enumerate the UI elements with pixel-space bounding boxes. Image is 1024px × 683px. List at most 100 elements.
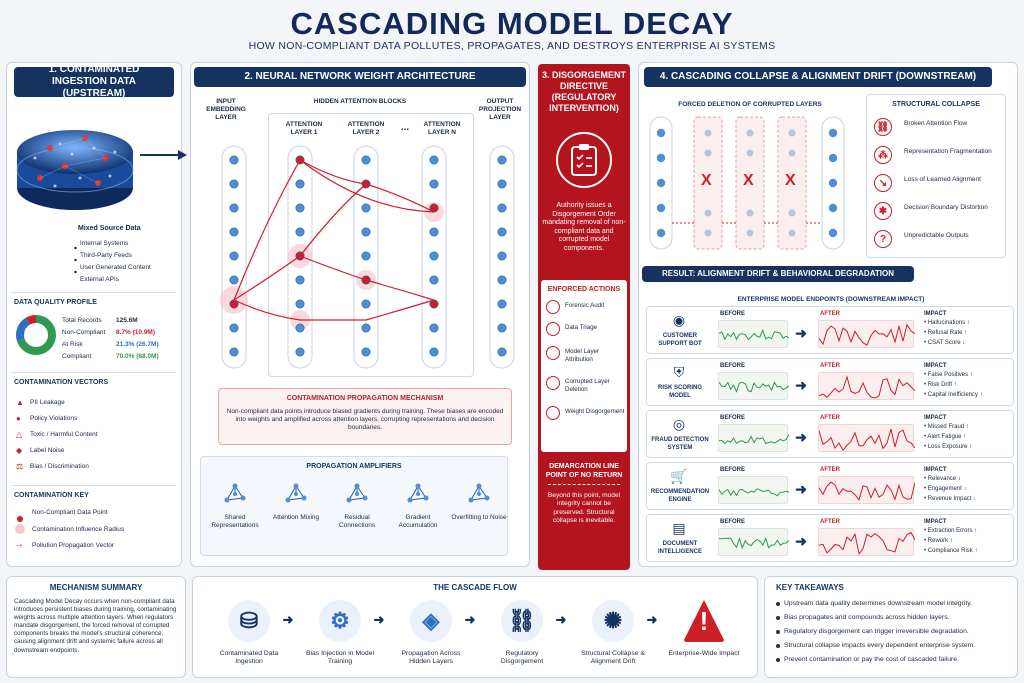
contaminated-node: [429, 203, 439, 213]
forensic-audit-icon: [546, 300, 560, 314]
endpoint-name: RISK SCORING MODEL: [657, 385, 702, 399]
vector-item: Toxic / Harmful Content: [30, 431, 98, 438]
bullet-icon: [776, 602, 780, 606]
after-sparkline: [818, 372, 916, 400]
amplifier-label: Gradient Accumulation: [398, 514, 438, 529]
endpoint-name: RECOMMENDATION ENGINE: [650, 489, 710, 503]
shield-chart-icon: ⛨: [673, 363, 685, 380]
data-triage-icon: [546, 322, 560, 336]
impact-label: IMPACT: [924, 467, 947, 473]
shared-representations-icon: [222, 480, 248, 506]
contamination-vectors-title: CONTAMINATION VECTORS: [14, 379, 109, 386]
network-node: [429, 227, 439, 237]
flow-step-label: Enterprise-Wide Impact: [668, 650, 740, 657]
takeaway-item: Regulatory disgorgement can trigger irre…: [784, 628, 969, 635]
flow-panel: [192, 576, 758, 678]
network-node: [295, 347, 305, 357]
before-label: BEFORE: [720, 519, 746, 525]
contamination-key-title: CONTAMINATION KEY: [14, 492, 89, 499]
contaminated-node: [295, 251, 305, 261]
deleted-node: [704, 149, 712, 157]
network-node: [497, 203, 507, 213]
flow-arrow-icon: ➜: [464, 612, 476, 627]
enforced-action-label: Weight Disgorgement: [565, 408, 625, 415]
key-item: Non-Compliant Data Point: [32, 509, 108, 516]
deleted-node: [704, 229, 712, 237]
flow-step-label: Contaminated Data Ingestion: [219, 650, 279, 666]
bullet-icon: [776, 616, 780, 620]
source-item: External APIs: [80, 276, 120, 283]
question-icon: ?: [874, 230, 892, 248]
after-label: AFTER: [820, 363, 840, 369]
network-node: [361, 347, 371, 357]
endpoint-name: DOCUMENT INTELLIGENCE: [657, 541, 702, 555]
takeaways-title: KEY TAKEAWAYS: [776, 583, 844, 592]
bullet-icon: [776, 658, 780, 662]
document-icon: ▤: [672, 519, 686, 536]
cart-icon: 🛒: [670, 467, 688, 484]
forced-deletion-label: FORCED DELETION OF CORRUPTED LAYERS: [678, 101, 822, 108]
network-node: [295, 203, 305, 213]
mechanism-box: [218, 388, 512, 445]
before-sparkline: [718, 424, 790, 452]
database-icon: ⛁: [228, 600, 270, 642]
vector-item: Policy Violations: [30, 415, 78, 422]
quality-label: Non-Compliant: [62, 329, 106, 336]
network-node: [229, 323, 239, 333]
database-icon: [16, 130, 134, 210]
endpoint-name: CUSTOMER SUPPORT BOT: [658, 333, 702, 347]
network-node: [361, 299, 371, 309]
section-3-title: 3. DISGORGEMENT DIRECTIVE (REGULATORY IN…: [541, 70, 626, 113]
demarcation-title: DEMARCATION LINE POINT OF NO RETURN: [545, 463, 623, 479]
before-sparkline: [718, 372, 790, 400]
deleted-node: [746, 209, 754, 217]
hidden-blocks-label: HIDDEN ATTENTION BLOCKS: [313, 98, 407, 105]
impact-item: • Relevance ↓: [924, 476, 961, 482]
network-node: [656, 228, 666, 238]
network-node: [361, 155, 371, 165]
network-node: [429, 251, 439, 261]
tag-icon: ◆: [16, 446, 23, 455]
endpoint-name: FRAUD DETECTION SYSTEM: [651, 437, 709, 451]
takeaway-item: Structural collapse impacts every depend…: [784, 642, 976, 649]
target-icon: ◎: [672, 415, 686, 432]
after-label: AFTER: [820, 311, 840, 317]
network-node: [828, 203, 838, 213]
demarcation-dash: [548, 484, 620, 485]
takeaway-item: Upstream data quality determines downstr…: [784, 600, 973, 607]
impact-item: • Revenue Impact ↓: [924, 496, 977, 502]
divider: [12, 292, 176, 293]
contaminated-node: [361, 275, 371, 285]
takeaway-item: Prevent contamination or pay the cost of…: [784, 656, 959, 663]
broken-link-icon: ⛓: [874, 118, 892, 136]
enforced-action-label: Model Layer Attribution: [565, 348, 600, 363]
amplifiers-title: PROPAGATION AMPLIFIERS: [306, 463, 402, 470]
amplifier-label: Shared Representations: [211, 514, 259, 529]
mixed-source-title: Mixed Source Data: [78, 225, 141, 232]
network-node: [429, 347, 439, 357]
after-sparkline: [818, 476, 916, 504]
deleted-node: [704, 209, 712, 217]
summary-panel: [6, 576, 186, 678]
neural-network-diagram: [220, 145, 515, 369]
result-banner: RESULT: ALIGNMENT DRIFT & BEHAVIORAL DEG…: [642, 266, 914, 282]
network-node: [656, 203, 666, 213]
upstream-arrow-icon: [140, 150, 187, 160]
quality-label: Total Records: [62, 317, 102, 324]
network-node: [828, 228, 838, 238]
before-label: BEFORE: [720, 467, 746, 473]
before-sparkline: [718, 476, 790, 504]
quality-donut-chart: [16, 315, 56, 355]
before-label: BEFORE: [720, 363, 746, 369]
scale-icon: ⚖: [16, 462, 24, 471]
source-item: User Generated Content: [80, 264, 151, 271]
ellipsis-label: ...: [400, 122, 410, 133]
bullet-icon: [776, 630, 780, 634]
deleted-node: [746, 149, 754, 157]
page-title: CASCADING MODEL DECAY: [290, 6, 734, 41]
arrow-right-icon: ➜: [795, 532, 807, 549]
vector-item: Bias / Discrimination: [30, 463, 89, 470]
propagation-arrow-icon: →: [14, 539, 24, 550]
network-node: [656, 178, 666, 188]
impact-item: • False Positives ↑: [924, 372, 973, 378]
